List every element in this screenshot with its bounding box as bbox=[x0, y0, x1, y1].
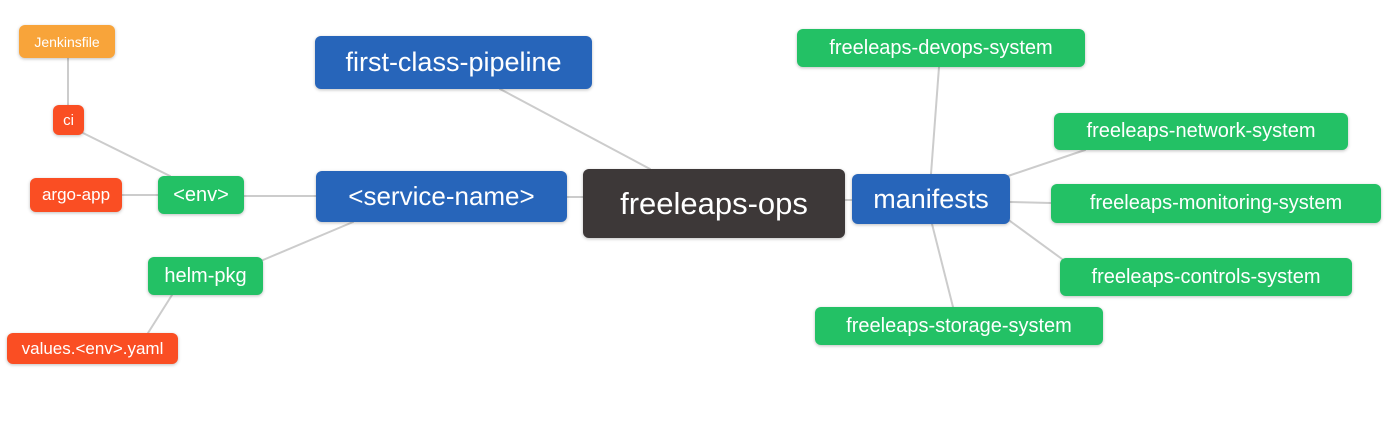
edge-manifests-to-freeleaps-storage-system bbox=[931, 223, 954, 308]
edge-values-env-yaml-to-helm-pkg bbox=[147, 294, 173, 334]
edge-first-class-pipeline-to-freeleaps-ops bbox=[499, 88, 651, 170]
node-service-name[interactable]: <service-name> bbox=[316, 171, 567, 222]
edge-manifests-to-freeleaps-devops-system bbox=[930, 66, 940, 175]
node-freeleaps-monitoring-system[interactable]: freeleaps-monitoring-system bbox=[1051, 184, 1381, 223]
edge-manifests-to-freeleaps-controls-system bbox=[1009, 220, 1063, 260]
node-env[interactable]: <env> bbox=[158, 176, 244, 214]
node-freeleaps-network-system[interactable]: freeleaps-network-system bbox=[1054, 113, 1348, 150]
edge-ci-to-env bbox=[82, 132, 171, 177]
node-manifests[interactable]: manifests bbox=[852, 174, 1010, 224]
node-argo-app[interactable]: argo-app bbox=[30, 178, 122, 212]
node-freeleaps-storage-system[interactable]: freeleaps-storage-system bbox=[815, 307, 1103, 345]
node-jenkinsfile[interactable]: Jenkinsfile bbox=[19, 25, 115, 58]
edge-helm-pkg-to-service-name bbox=[262, 221, 354, 261]
node-freeleaps-ops[interactable]: freeleaps-ops bbox=[583, 169, 845, 238]
edge-manifests-to-freeleaps-network-system bbox=[1007, 149, 1086, 177]
node-freeleaps-controls-system[interactable]: freeleaps-controls-system bbox=[1060, 258, 1352, 296]
node-freeleaps-devops-system[interactable]: freeleaps-devops-system bbox=[797, 29, 1085, 67]
node-helm-pkg[interactable]: helm-pkg bbox=[148, 257, 263, 295]
node-first-class-pipeline[interactable]: first-class-pipeline bbox=[315, 36, 592, 89]
node-values-env-yaml[interactable]: values.<env>.yaml bbox=[7, 333, 178, 364]
edge-manifests-to-freeleaps-monitoring-system bbox=[1009, 201, 1052, 204]
node-ci[interactable]: ci bbox=[53, 105, 84, 135]
